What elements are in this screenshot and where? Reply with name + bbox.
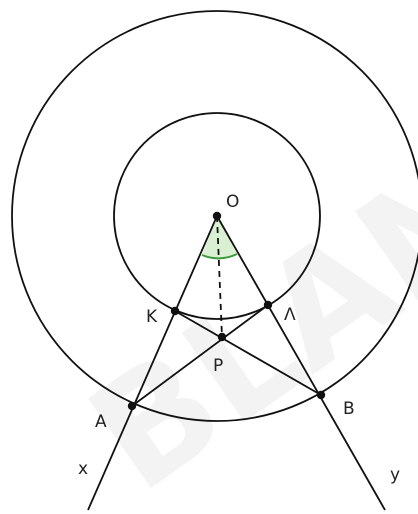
- watermark: BLAN: [60, 124, 418, 514]
- label-l: Λ: [284, 305, 296, 325]
- angle-arc: [201, 253, 238, 260]
- label-b: B: [343, 399, 355, 419]
- label-o: O: [226, 192, 239, 212]
- point-p: [217, 332, 227, 342]
- point-a: [127, 401, 137, 411]
- segment-al: [131, 304, 269, 407]
- angle-fill: [202, 216, 237, 259]
- label-y: y: [390, 465, 400, 485]
- point-o: [212, 211, 222, 221]
- label-p: P: [213, 356, 223, 376]
- ray-ox: [87, 215, 218, 511]
- label-x: x: [78, 459, 88, 479]
- ray-oy: [216, 215, 386, 511]
- point-k: [170, 306, 180, 316]
- inner-circle: [113, 112, 321, 320]
- segment-kb: [174, 310, 322, 396]
- point-b: [316, 390, 326, 400]
- segment-op-dashed: [216, 215, 223, 338]
- outer-circle: [11, 10, 418, 422]
- label-k: K: [146, 307, 158, 327]
- point-l: [263, 300, 273, 310]
- label-a: A: [95, 412, 107, 432]
